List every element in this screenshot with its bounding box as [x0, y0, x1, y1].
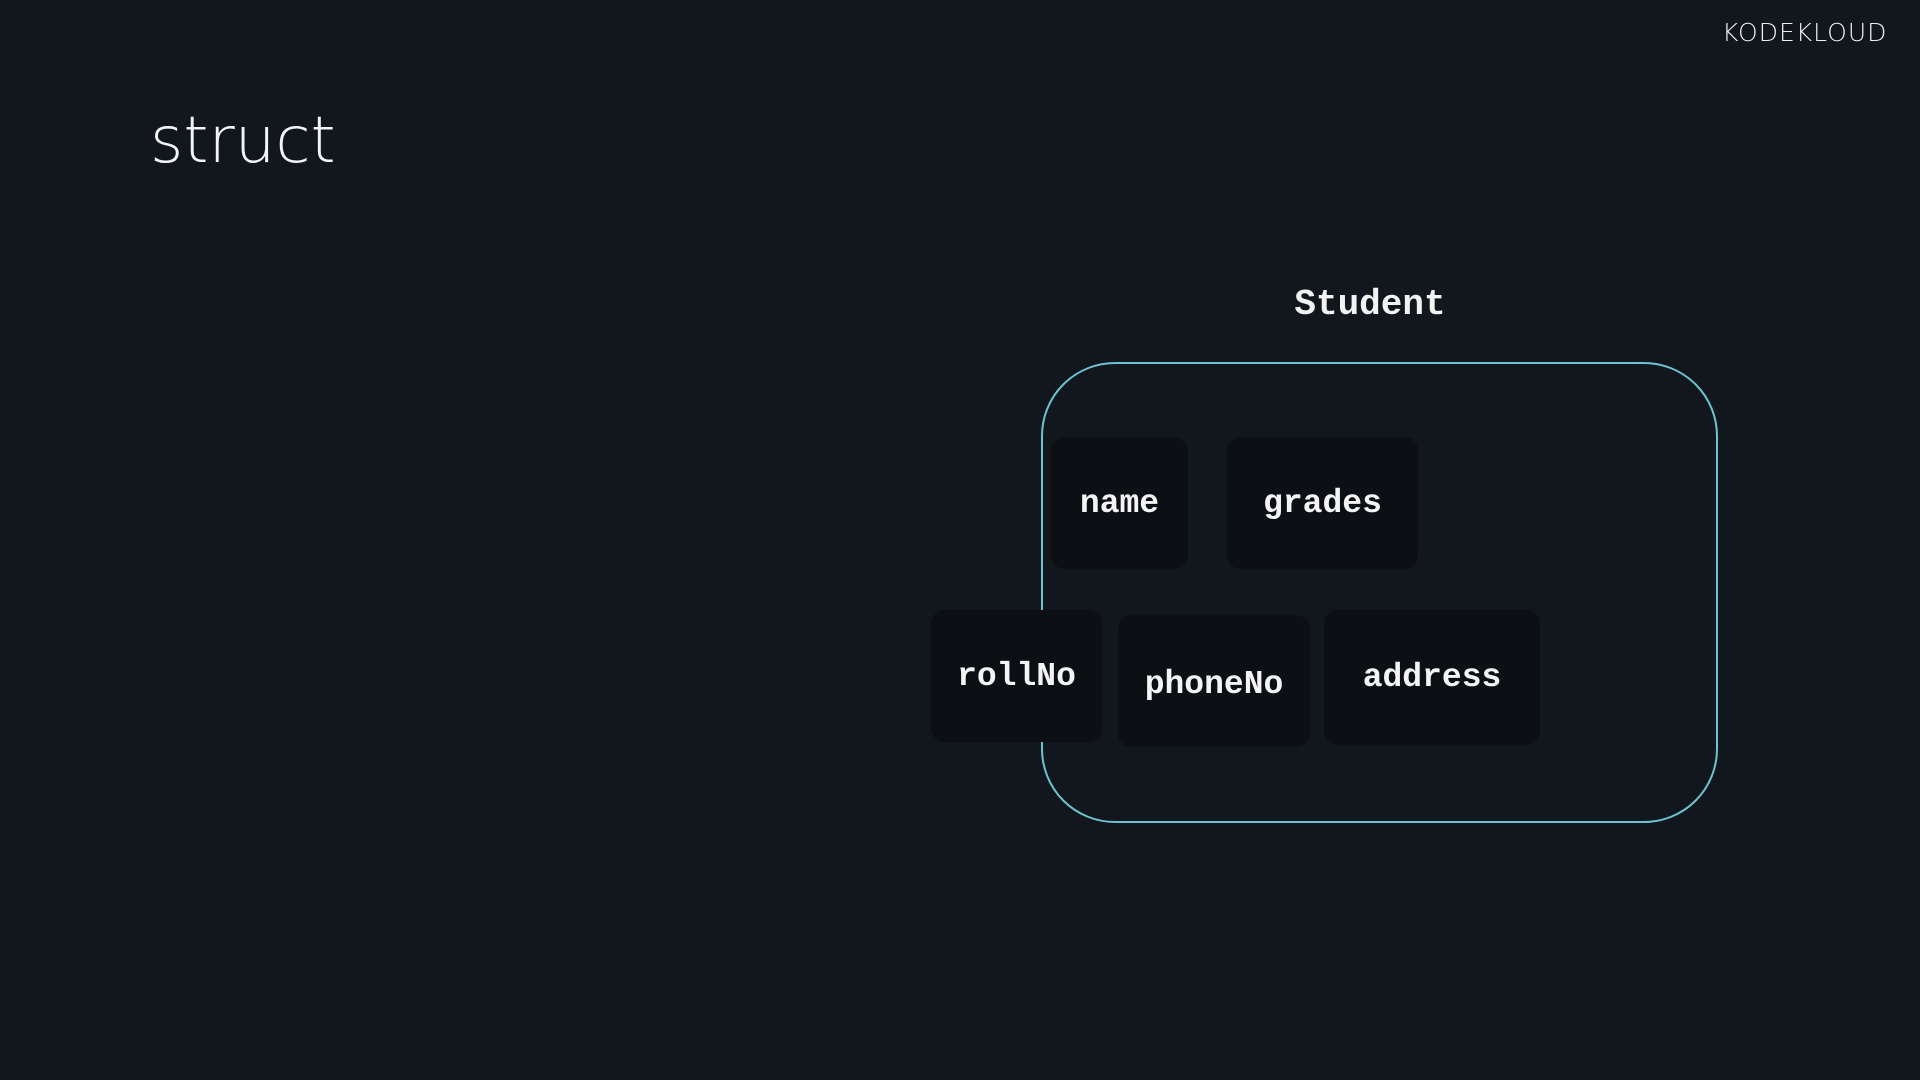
slide-title: struct: [150, 104, 336, 178]
field-name: name: [1051, 437, 1188, 569]
field-address: address: [1324, 610, 1540, 745]
struct-container: [1041, 362, 1718, 823]
kodekloud-logo: KODEKLOUD: [1722, 18, 1888, 47]
struct-name-label: Student: [1294, 284, 1446, 325]
field-rollno: rollNo: [931, 610, 1102, 742]
field-grades: grades: [1227, 437, 1418, 569]
field-phoneno: phoneNo: [1118, 615, 1310, 747]
